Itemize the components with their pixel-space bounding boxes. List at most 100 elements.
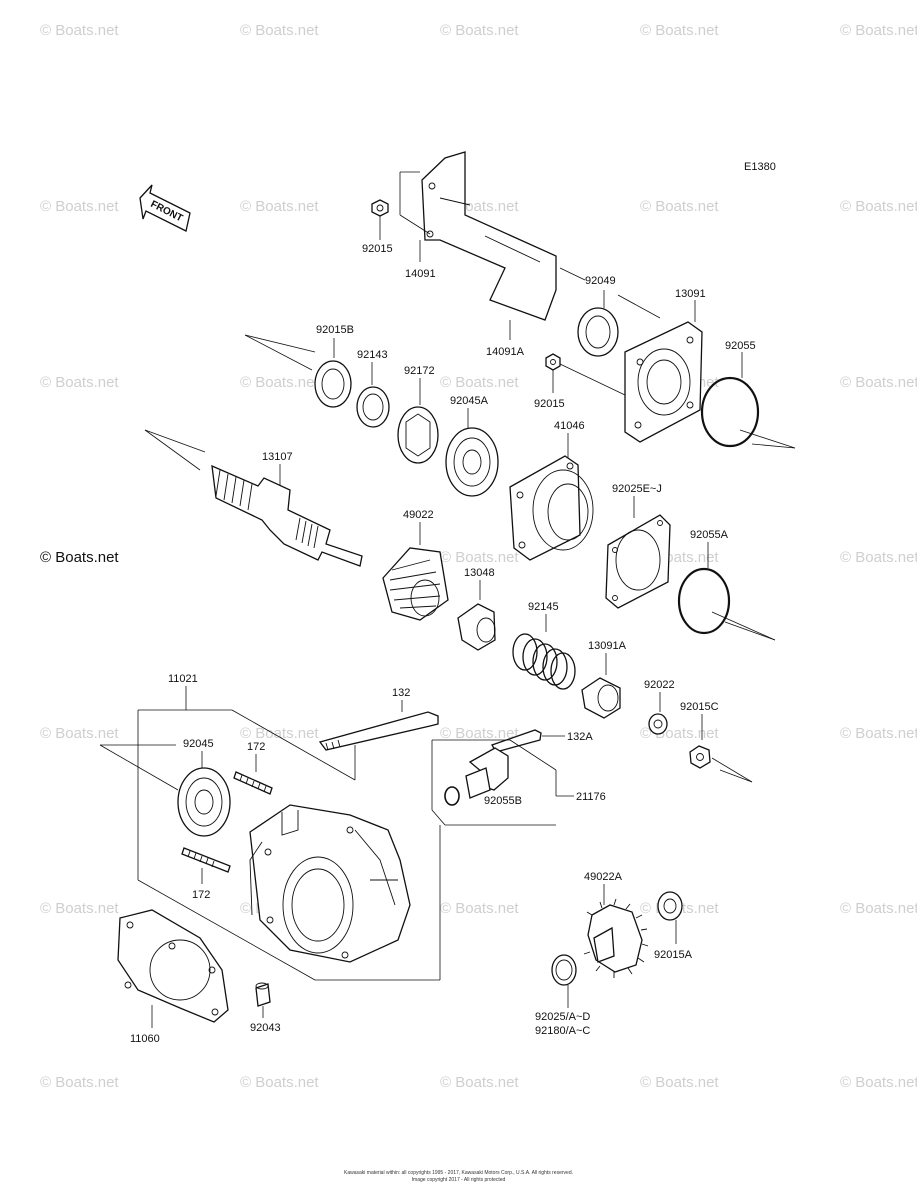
watermark: © Boats.net <box>840 198 917 215</box>
watermark: © Boats.net <box>240 1074 319 1091</box>
part-label-13107: 13107 <box>262 451 293 463</box>
part-label-13091a: 13091A <box>588 640 627 652</box>
bolt-132 <box>318 711 439 751</box>
watermark: © Boats.net <box>840 1074 917 1091</box>
part-label-92015b: 92015B <box>316 324 354 336</box>
o-ring-92055a <box>677 567 731 635</box>
part-label-49022a: 49022A <box>584 871 623 883</box>
part-label-92043: 92043 <box>250 1022 281 1034</box>
watermark: © Boats.net <box>40 1074 119 1091</box>
watermark: © Boats.net <box>840 22 917 39</box>
bracket-14091 <box>421 151 557 321</box>
shaft-13107 <box>211 464 363 567</box>
bolt-132a <box>491 729 542 753</box>
part-label-13048: 13048 <box>464 567 495 579</box>
nut-92015-mid <box>545 353 561 371</box>
part-label-13091: 13091 <box>675 288 706 300</box>
watermark: © Boats.net <box>440 725 519 742</box>
gear-49022a <box>583 898 649 978</box>
o-ring-92055b <box>444 786 460 806</box>
part-label-92055a: 92055A <box>690 529 729 541</box>
watermark: © Boats.net <box>240 374 319 391</box>
watermark: © Boats.net <box>440 900 519 917</box>
collar-92143 <box>356 386 390 428</box>
seal-92015b <box>314 360 352 408</box>
dowel-92043 <box>255 982 271 1007</box>
front-arrow-icon: FRONT <box>139 184 191 232</box>
part-label-92143: 92143 <box>357 349 388 361</box>
part-label-92180-a-c: 92180/A~C <box>535 1025 590 1037</box>
part-label-92015: 92015 <box>362 243 393 255</box>
o-ring-92055 <box>700 376 760 448</box>
part-label-92022: 92022 <box>644 679 675 691</box>
part-label-172-a: 172 <box>247 741 265 753</box>
watermark: © Boats.net <box>40 198 119 215</box>
nut-92015c <box>689 745 711 769</box>
stud-172-b <box>181 847 231 873</box>
bearing-92045a <box>445 427 499 497</box>
watermark: © Boats.net <box>640 22 719 39</box>
watermark: © Boats.net <box>240 198 319 215</box>
main-watermark: © Boats.net <box>40 549 119 566</box>
part-label-92015c: 92015C <box>680 701 719 713</box>
part-label-92015a: 92015A <box>654 949 693 961</box>
part-label-14091: 14091 <box>405 268 436 280</box>
sensor-21176 <box>465 747 509 799</box>
seal-92049 <box>577 307 619 357</box>
part-label-132a: 132A <box>567 731 593 743</box>
gear-case-11021 <box>249 804 411 963</box>
bearing-housing-13091 <box>624 321 703 443</box>
watermark: © Boats.net <box>840 725 917 742</box>
stud-172-a <box>233 771 273 795</box>
nut-92015-top <box>371 199 389 217</box>
watermark: © Boats.net <box>440 374 519 391</box>
collar-13091a <box>581 677 621 719</box>
part-label-14091a: 14091A <box>486 346 525 358</box>
part-label-92172: 92172 <box>404 365 435 377</box>
part-label-41046: 41046 <box>554 420 585 432</box>
part-label-92049: 92049 <box>585 275 616 287</box>
part-label-92055b: 92055B <box>484 795 522 807</box>
watermark: © Boats.net <box>640 198 719 215</box>
watermark: © Boats.net <box>440 22 519 39</box>
part-label-21176: 21176 <box>576 791 606 803</box>
watermark: © Boats.net <box>40 725 119 742</box>
diagram-code: E1380 <box>744 161 776 173</box>
part-label-92055: 92055 <box>725 340 756 352</box>
part-label-92025-a-d: 92025/A~D <box>535 1011 590 1023</box>
watermark: © Boats.net <box>840 900 917 917</box>
watermark: © Boats.net <box>240 725 319 742</box>
washer-92022 <box>648 713 668 735</box>
watermark: © Boats.net <box>40 374 119 391</box>
watermark: © Boats.net <box>440 549 519 566</box>
copyright-line-1: Kawasaki material within: all copyrights… <box>344 1170 573 1176</box>
gasket-11060 <box>117 909 229 1023</box>
shim-92025-a-d <box>551 954 577 986</box>
shim-92172 <box>397 406 439 464</box>
part-label-92045: 92045 <box>183 738 214 750</box>
watermark: © Boats.net <box>240 22 319 39</box>
watermark: © Boats.net <box>40 900 119 917</box>
gasket-92025e-j <box>605 514 671 609</box>
watermark: © Boats.net <box>840 549 917 566</box>
housing-41046 <box>509 455 594 561</box>
hub-13048 <box>457 603 496 651</box>
spring-92145 <box>512 633 576 690</box>
nut-92015a <box>657 891 683 921</box>
part-label-92145: 92145 <box>528 601 559 613</box>
part-label-49022: 49022 <box>403 509 434 521</box>
part-label-132: 132 <box>392 687 410 699</box>
part-label-92045a: 92045A <box>450 395 489 407</box>
watermark: © Boats.net <box>40 22 119 39</box>
part-label-92015-2: 92015 <box>534 398 565 410</box>
bevel-gear-49022 <box>382 547 449 621</box>
watermark: © Boats.net <box>840 374 917 391</box>
bearing-92045 <box>177 767 231 837</box>
part-label-172-b: 172 <box>192 889 210 901</box>
part-label-92025e-j: 92025E~J <box>612 483 662 495</box>
part-label-11021: 11021 <box>168 673 198 685</box>
copyright-line-2: Image copyright 2017 - All rights protec… <box>411 1177 506 1183</box>
part-label-11060: 11060 <box>130 1033 160 1045</box>
watermark: © Boats.net <box>440 1074 519 1091</box>
